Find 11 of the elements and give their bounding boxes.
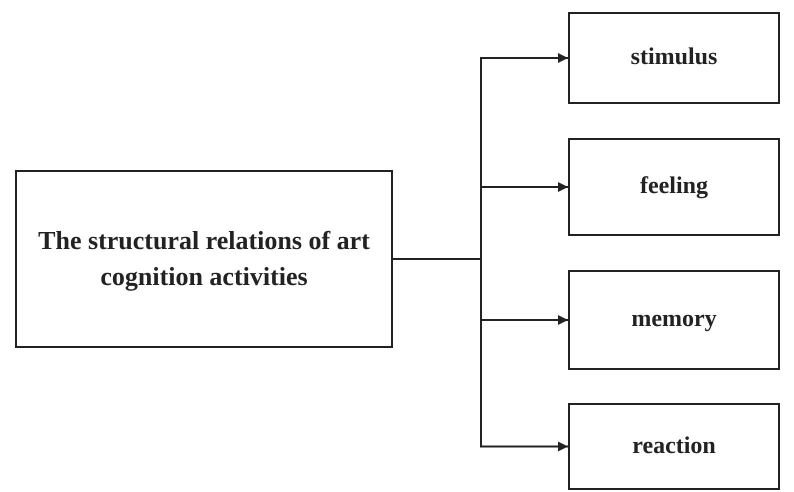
node-label: stimulus (630, 43, 718, 72)
process-box (15, 170, 393, 348)
arrow (393, 258, 568, 452)
node-label: feeling (640, 172, 708, 202)
node-label: reaction (632, 432, 716, 461)
process-box (568, 138, 780, 236)
node-label: memory (631, 305, 717, 334)
process-box (568, 12, 780, 104)
node-label: The structural relations of art cognition activities (37, 224, 371, 293)
process-box (568, 403, 780, 490)
process-box (568, 270, 780, 370)
